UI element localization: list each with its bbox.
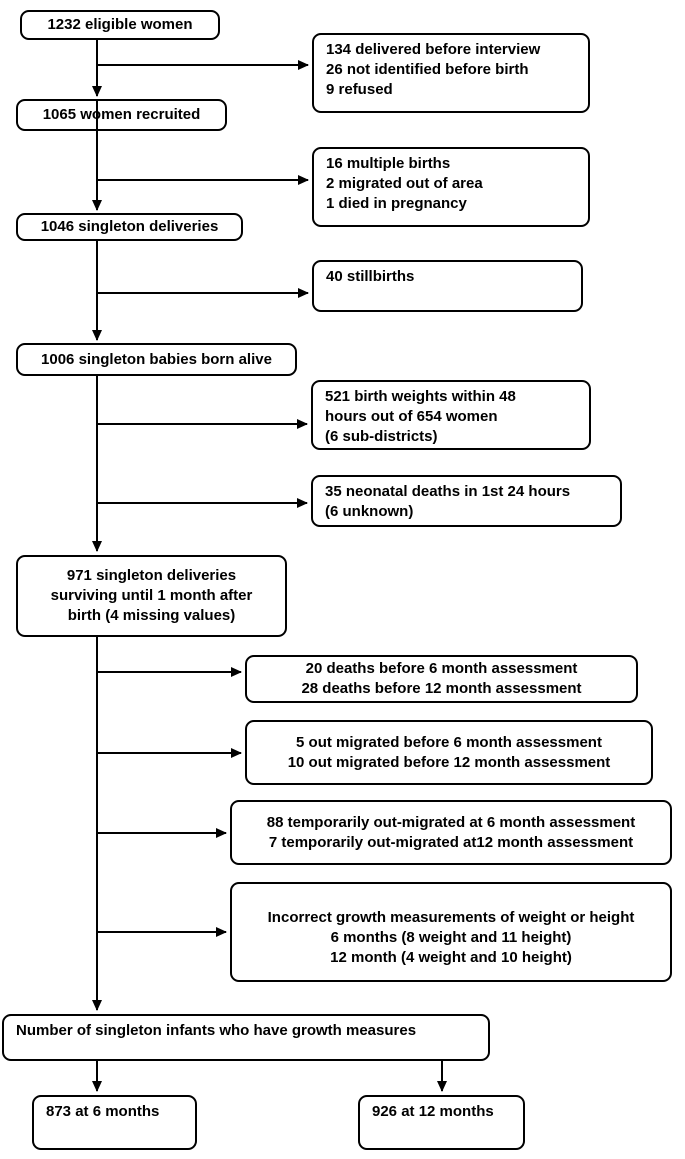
node-text-line: 1006 singleton babies born alive (41, 350, 272, 368)
node-text-line: 134 delivered before interview (326, 41, 541, 58)
node-text-line: 6 months (8 weight and 11 height) (330, 929, 572, 946)
node-text-line: 521 birth weights within 48 (325, 388, 516, 405)
node-text-line: 7 temporarily out-migrated at12 month as… (268, 833, 634, 851)
exclusion-pre-recruitment: 134 delivered before interview 26 not id… (312, 33, 590, 113)
node-six-month-count: 873 at 6 months (32, 1095, 197, 1150)
node-eligible-women: 1232 eligible women (20, 10, 220, 40)
node-text-line: 1 died in pregnancy (326, 195, 467, 212)
node-text-line: hours out of 654 women (325, 408, 498, 425)
node-women-recruited: 1065 women recruited (16, 99, 227, 131)
node-text-line: 971 singleton deliveries (66, 567, 237, 584)
exclusion-pre-delivery: 16 multiple births 2 migrated out of are… (312, 147, 590, 227)
node-text-line: 873 at 6 months (46, 1103, 160, 1120)
node-text-line: (6 sub-districts) (325, 428, 438, 445)
node-text-line: 5 out migrated before 6 month assessment (296, 733, 602, 751)
node-growth-measures: Number of singleton infants who have gro… (2, 1014, 490, 1061)
node-text-line: 26 not identified before birth (326, 61, 529, 78)
node-text-line: (6 unknown) (325, 503, 414, 520)
node-text-line: 10 out migrated before 12 month assessme… (287, 753, 611, 771)
node-text-line: 2 migrated out of area (326, 175, 483, 192)
node-text-line: surviving until 1 month after (50, 587, 253, 604)
exclusion-assessment-deaths: 20 deaths before 6 month assessment 28 d… (245, 655, 638, 703)
exclusion-neonatal-deaths: 35 neonatal deaths in 1st 24 hours (6 un… (311, 475, 622, 527)
node-text-line: 40 stillbirths (326, 268, 415, 285)
node-text-line: Incorrect growth measurements of weight … (267, 909, 635, 926)
node-surviving-one-month: 971 singleton deliveries surviving until… (16, 555, 287, 637)
exclusion-out-migrated: 5 out migrated before 6 month assessment… (245, 720, 653, 785)
node-twelve-month-count: 926 at 12 months (358, 1095, 525, 1150)
node-text-line: 1065 women recruited (42, 106, 201, 123)
node-text-line: Number of singleton infants who have gro… (16, 1022, 417, 1039)
node-text-line: 1232 eligible women (47, 16, 193, 33)
node-text-line: 20 deaths before 6 month assessment (305, 660, 578, 677)
node-text-line: 35 neonatal deaths in 1st 24 hours (325, 483, 571, 500)
node-text-line: birth (4 missing values) (67, 607, 236, 624)
node-text-line: 926 at 12 months (372, 1103, 494, 1120)
node-text-line: 1046 singleton deliveries (40, 218, 219, 235)
node-text-line: 16 multiple births (326, 155, 451, 172)
node-babies-born-alive: 1006 singleton babies born alive (16, 343, 297, 376)
node-text-line: 12 month (4 weight and 10 height) (330, 949, 572, 966)
node-singleton-deliveries: 1046 singleton deliveries (16, 213, 243, 241)
node-text-line: 9 refused (326, 81, 393, 98)
exclusion-temporarily-out-migrated: 88 temporarily out-migrated at 6 month a… (230, 800, 672, 865)
exclusion-stillbirths: 40 stillbirths (312, 260, 583, 312)
note-birth-weights: 521 birth weights within 48 hours out of… (311, 380, 591, 450)
exclusion-incorrect-measurements: Incorrect growth measurements of weight … (230, 882, 672, 982)
node-text-line: 88 temporarily out-migrated at 6 month a… (266, 813, 636, 831)
node-text-line: 28 deaths before 12 month assessment (301, 680, 582, 697)
